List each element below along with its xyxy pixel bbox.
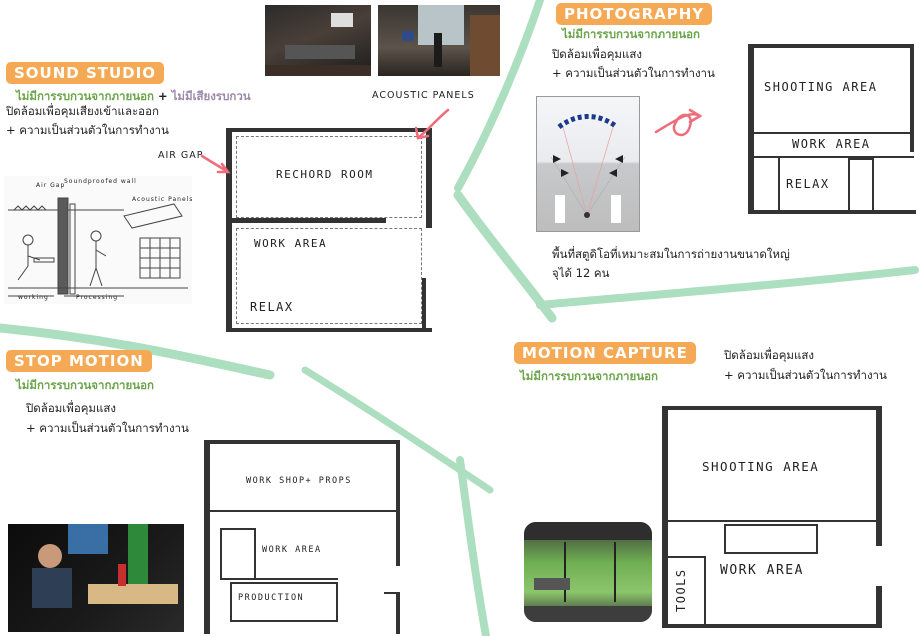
room-work-area: WORK AREA bbox=[254, 237, 328, 250]
sound-studio-tag: ไม่มีการรบกวนจากภายนอก + ไม่มีเสียงรบกวน bbox=[16, 88, 251, 106]
motion-capture-plan: SHOOTING AREA WORK AREA TOOLS bbox=[662, 406, 882, 628]
sound-studio-title: SOUND STUDIO bbox=[6, 62, 164, 84]
motion-capture-tag: ไม่มีการรบกวนจากภายนอก bbox=[520, 369, 658, 383]
room-relax: RELAX bbox=[250, 300, 294, 314]
photography-note-2: + ความเป็นส่วนตัวในการทำงาน bbox=[552, 66, 715, 80]
air-gap-label: AIR GAP bbox=[158, 150, 204, 161]
sketch-working: working bbox=[18, 294, 49, 301]
motion-capture-photo bbox=[524, 522, 652, 622]
sound-studio-photo-2 bbox=[378, 5, 500, 76]
sketch-processing: Processing bbox=[76, 294, 119, 301]
sketch-acoustic: Acoustic Panels bbox=[132, 196, 194, 203]
sound-studio-tag-2: ไม่มีเสียงรบกวน bbox=[171, 89, 251, 103]
sound-studio-tag-1: ไม่มีการรบกวนจากภายนอก bbox=[16, 89, 154, 103]
mocap-room-work: WORK AREA bbox=[720, 563, 804, 578]
motion-capture-title: MOTION CAPTURE bbox=[514, 342, 696, 364]
acoustic-arrow-icon bbox=[416, 108, 450, 140]
photo-room-shooting: SHOOTING AREA bbox=[764, 80, 878, 94]
motion-capture-note-1: ปิดล้อมเพื่อคุมแสง bbox=[724, 348, 815, 362]
mocap-room-tools: TOOLS bbox=[674, 568, 688, 612]
photography-studio-render bbox=[536, 96, 640, 232]
motion-capture-note-2: + ความเป็นส่วนตัวในการทำงาน bbox=[724, 368, 887, 382]
stop-motion-note-1: ปิดล้อมเพื่อคุมแสง bbox=[26, 401, 117, 415]
air-gap-arrow-icon bbox=[200, 154, 230, 174]
photography-title: PHOTOGRAPHY bbox=[556, 3, 713, 25]
stop-room-work: WORK AREA bbox=[262, 545, 322, 555]
stop-motion-plan: WORK SHOP+ PROPS WORK AREA PRODUCTION bbox=[204, 440, 400, 634]
sound-studio-sketch: Air Gap Soundproofed wall Acoustic Panel… bbox=[4, 176, 192, 304]
stop-motion-title: STOP MOTION bbox=[6, 350, 152, 372]
sketch-air-gap: Air Gap bbox=[36, 182, 66, 189]
acoustic-panels-label: ACOUSTIC PANELS bbox=[372, 90, 475, 101]
photo-room-relax: RELAX bbox=[786, 177, 830, 191]
stop-motion-tag: ไม่มีการรบกวนจากภายนอก bbox=[16, 378, 154, 392]
sound-studio-note-2: + ความเป็นส่วนตัวในการทำงาน bbox=[6, 123, 169, 137]
sound-studio-plan: RECHORD ROOM WORK AREA RELAX bbox=[226, 128, 432, 332]
photography-caption-2: จุได้ 12 คน bbox=[552, 266, 610, 280]
stop-room-workshop: WORK SHOP+ PROPS bbox=[246, 476, 352, 486]
photography-plan: SHOOTING AREA WORK AREA RELAX bbox=[748, 44, 916, 214]
photography-caption-1: พื้นที่สตูดิโอที่เหมาะสมในการถ่ายงานขนาด… bbox=[552, 247, 790, 261]
stop-motion-photo bbox=[8, 524, 184, 632]
sound-studio-note-1: ปิดล้อมเพื่อคุมเสียงเข้าและออก bbox=[6, 104, 159, 118]
sketch-soundproof: Soundproofed wall bbox=[64, 178, 137, 185]
sound-studio-plus: + bbox=[157, 89, 168, 103]
mocap-room-shooting: SHOOTING AREA bbox=[702, 459, 820, 474]
photography-note-1: ปิดล้อมเพื่อคุมแสง bbox=[552, 47, 643, 61]
sketch-drawing bbox=[8, 197, 188, 297]
stop-room-production: PRODUCTION bbox=[238, 593, 305, 603]
photo-room-work: WORK AREA bbox=[792, 137, 871, 151]
sound-studio-photo-1 bbox=[265, 5, 371, 76]
stop-motion-note-2: + ความเป็นส่วนตัวในการทำงาน bbox=[26, 421, 189, 435]
photography-tag: ไม่มีการรบกวนจากภายนอก bbox=[562, 27, 700, 41]
room-record: RECHORD ROOM bbox=[276, 168, 374, 181]
